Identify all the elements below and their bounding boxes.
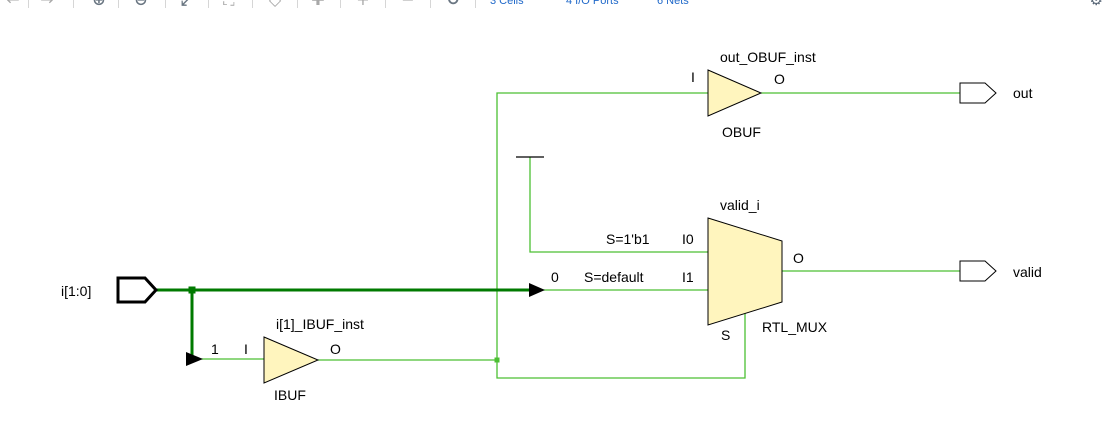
toolbar-separator bbox=[252, 0, 253, 8]
ibuf-cell[interactable] bbox=[263, 336, 320, 384]
nets-count-link[interactable]: 6 Nets bbox=[657, 0, 689, 7]
mux-pin-out-label: O bbox=[793, 250, 804, 266]
output-port-out[interactable] bbox=[959, 82, 997, 104]
add-icon[interactable]: ✚ bbox=[307, 0, 329, 9]
forward-icon[interactable]: → bbox=[36, 0, 58, 9]
toolbar-separator bbox=[208, 0, 209, 8]
ibuf-bit-label: 1 bbox=[211, 341, 219, 357]
toolbar-separator bbox=[385, 0, 386, 8]
net-const-i0[interactable] bbox=[529, 157, 708, 253]
ibuf-instance-label: i[1]_IBUF_inst bbox=[276, 316, 364, 332]
zoom-out-icon[interactable]: ⊖ bbox=[130, 0, 152, 9]
net-obuf-input[interactable] bbox=[496, 92, 708, 360]
regenerate-icon[interactable]: ◇ bbox=[264, 0, 286, 9]
zoom-fit-icon[interactable]: ⤢ bbox=[176, 0, 198, 9]
output-port-out-label: out bbox=[1013, 85, 1033, 101]
toolbar-separator bbox=[73, 0, 74, 8]
io-ports-count-link[interactable]: 4 I/O Ports bbox=[566, 0, 619, 7]
toolbar-separator bbox=[430, 0, 431, 8]
toolbar-separator bbox=[297, 0, 298, 8]
obuf-pin-in-label: I bbox=[691, 69, 695, 85]
mux-pin-i0-label: I0 bbox=[682, 231, 694, 247]
ibuf-type-label: IBUF bbox=[274, 387, 306, 403]
input-port-i[interactable] bbox=[116, 276, 159, 304]
mux-cell[interactable] bbox=[707, 217, 783, 326]
obuf-pin-out-label: O bbox=[774, 71, 785, 87]
input-port-i-label: i[1:0] bbox=[61, 283, 91, 299]
mux-bit-i1-label: 0 bbox=[551, 269, 559, 285]
output-port-valid[interactable] bbox=[959, 260, 997, 282]
bus-junction bbox=[188, 286, 196, 294]
back-icon[interactable]: ← bbox=[2, 0, 24, 9]
zoom-area-icon[interactable]: ⛶ bbox=[218, 0, 240, 9]
bus-ripper-arrow-bit1 bbox=[186, 352, 203, 366]
obuf-type-label: OBUF bbox=[722, 124, 761, 140]
toolbar-separator bbox=[165, 0, 166, 8]
obuf-instance-label: out_OBUF_inst bbox=[720, 49, 816, 65]
net-mux-select[interactable] bbox=[496, 312, 746, 379]
ibuf-pin-out-label: O bbox=[330, 341, 341, 357]
ibuf-pin-in-label: I bbox=[244, 341, 248, 357]
obuf-cell[interactable] bbox=[707, 69, 763, 117]
mux-cond-i0-label: S=1'b1 bbox=[606, 231, 650, 247]
toolbar-separator bbox=[28, 0, 29, 8]
mux-type-label: RTL_MUX bbox=[762, 319, 828, 335]
schematic-toolbar: ← → ⊕ ⊖ ⤢ ⛶ ◇ ✚ + − ↻ 3 Cells 4 I/O Port… bbox=[0, 0, 1111, 10]
net-junction bbox=[494, 357, 500, 363]
toolbar-separator bbox=[340, 0, 341, 8]
expand-icon[interactable]: + bbox=[352, 0, 374, 9]
zoom-in-icon[interactable]: ⊕ bbox=[88, 0, 110, 9]
mux-instance-label: valid_i bbox=[720, 197, 760, 213]
mux-pin-s-label: S bbox=[721, 327, 730, 343]
collapse-icon[interactable]: − bbox=[397, 0, 419, 9]
output-port-valid-label: valid bbox=[1013, 264, 1042, 280]
refresh-icon[interactable]: ↻ bbox=[442, 0, 464, 9]
bus-group bbox=[155, 288, 530, 359]
mux-pin-i1-label: I1 bbox=[682, 269, 694, 285]
gear-icon[interactable]: ⚙ bbox=[1089, 0, 1103, 9]
net-group bbox=[201, 92, 960, 379]
toolbar-separator bbox=[475, 0, 476, 8]
mux-cond-i1-label: S=default bbox=[584, 269, 644, 285]
toolbar-separator bbox=[118, 0, 119, 8]
cells-count-link[interactable]: 3 Cells bbox=[490, 0, 524, 7]
bus-ripper-arrow-bit0 bbox=[529, 283, 545, 297]
